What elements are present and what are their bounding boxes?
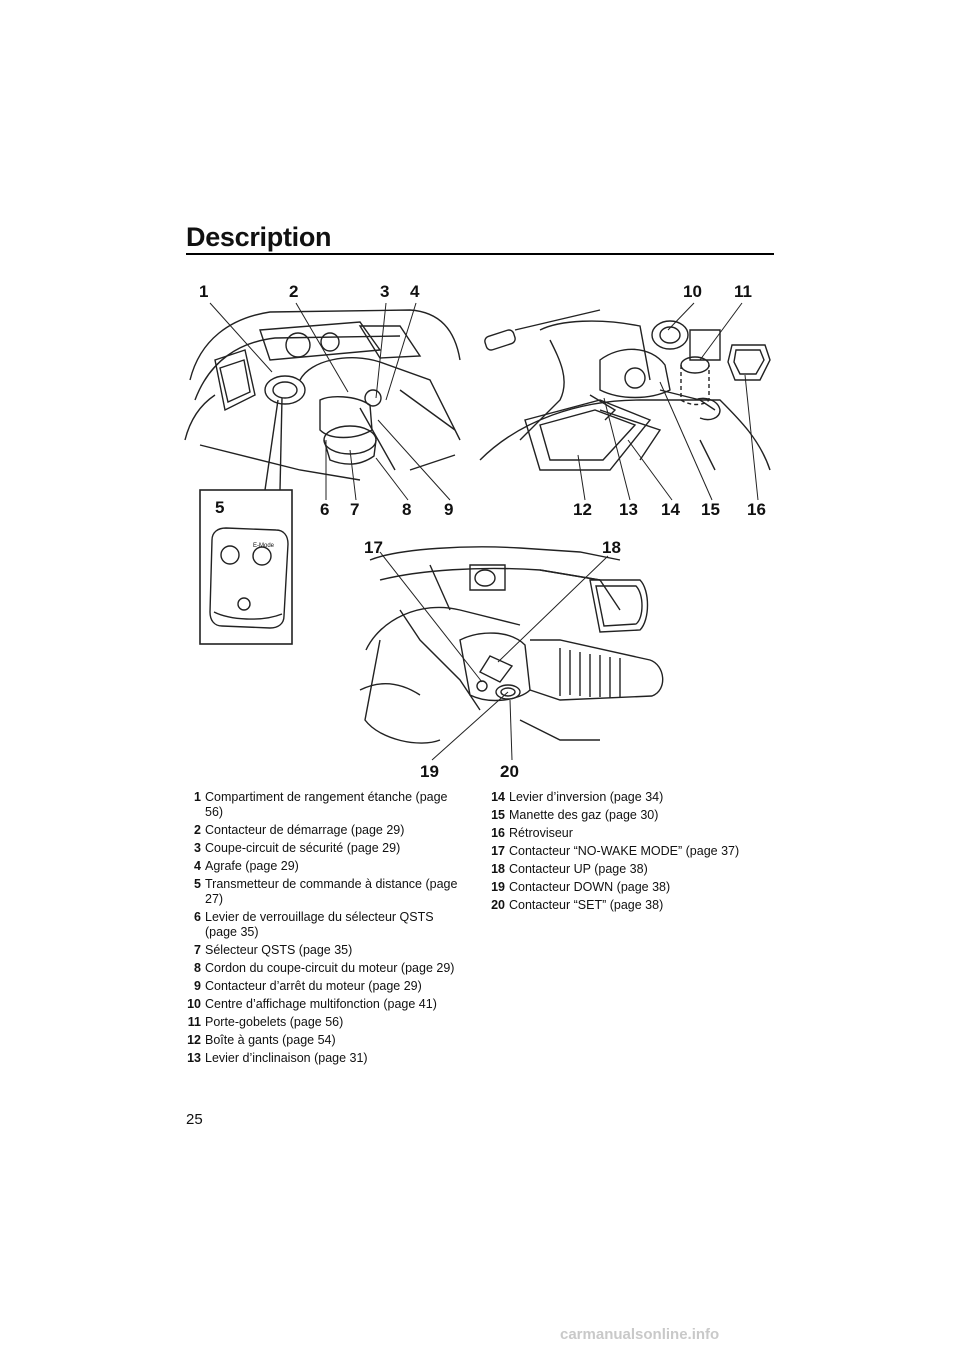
callout-8: 8 <box>402 500 412 519</box>
callout-leaders <box>209 302 759 761</box>
callout-20: 20 <box>500 762 519 781</box>
callout-5: 5 <box>215 498 225 517</box>
remote-emode-label: E-Mode <box>253 543 275 549</box>
callout-6: 6 <box>320 500 330 519</box>
switch-closeup-drawing <box>359 546 664 744</box>
title-divider <box>186 253 774 255</box>
callout-14: 14 <box>661 500 680 519</box>
right-handlebar-drawing <box>479 309 771 471</box>
callout-7: 7 <box>350 500 360 519</box>
callout-1: 1 <box>199 282 209 301</box>
callout-13: 13 <box>619 500 638 519</box>
page-number: 25 <box>186 1111 203 1128</box>
callout-3: 3 <box>380 282 390 301</box>
page-title: Description <box>186 222 332 252</box>
callout-15: 15 <box>701 500 720 519</box>
callout-11: 11 <box>734 282 752 301</box>
callout-19: 19 <box>420 762 439 781</box>
watermark: carmanualsonline.info <box>560 1326 720 1343</box>
callout-10: 10 <box>683 282 702 301</box>
callout-18: 18 <box>602 538 621 557</box>
left-handlebar-drawing <box>184 309 461 481</box>
remote-transmitter-drawing <box>209 527 289 629</box>
remote-inset-leader <box>264 399 279 491</box>
callout-4: 4 <box>410 282 420 301</box>
callout-9: 9 <box>444 500 454 519</box>
remote-inset-box <box>199 489 293 645</box>
callout-17: 17 <box>364 538 383 557</box>
callout-2: 2 <box>289 282 299 301</box>
callout-12: 12 <box>573 500 592 519</box>
callout-16: 16 <box>747 500 766 519</box>
